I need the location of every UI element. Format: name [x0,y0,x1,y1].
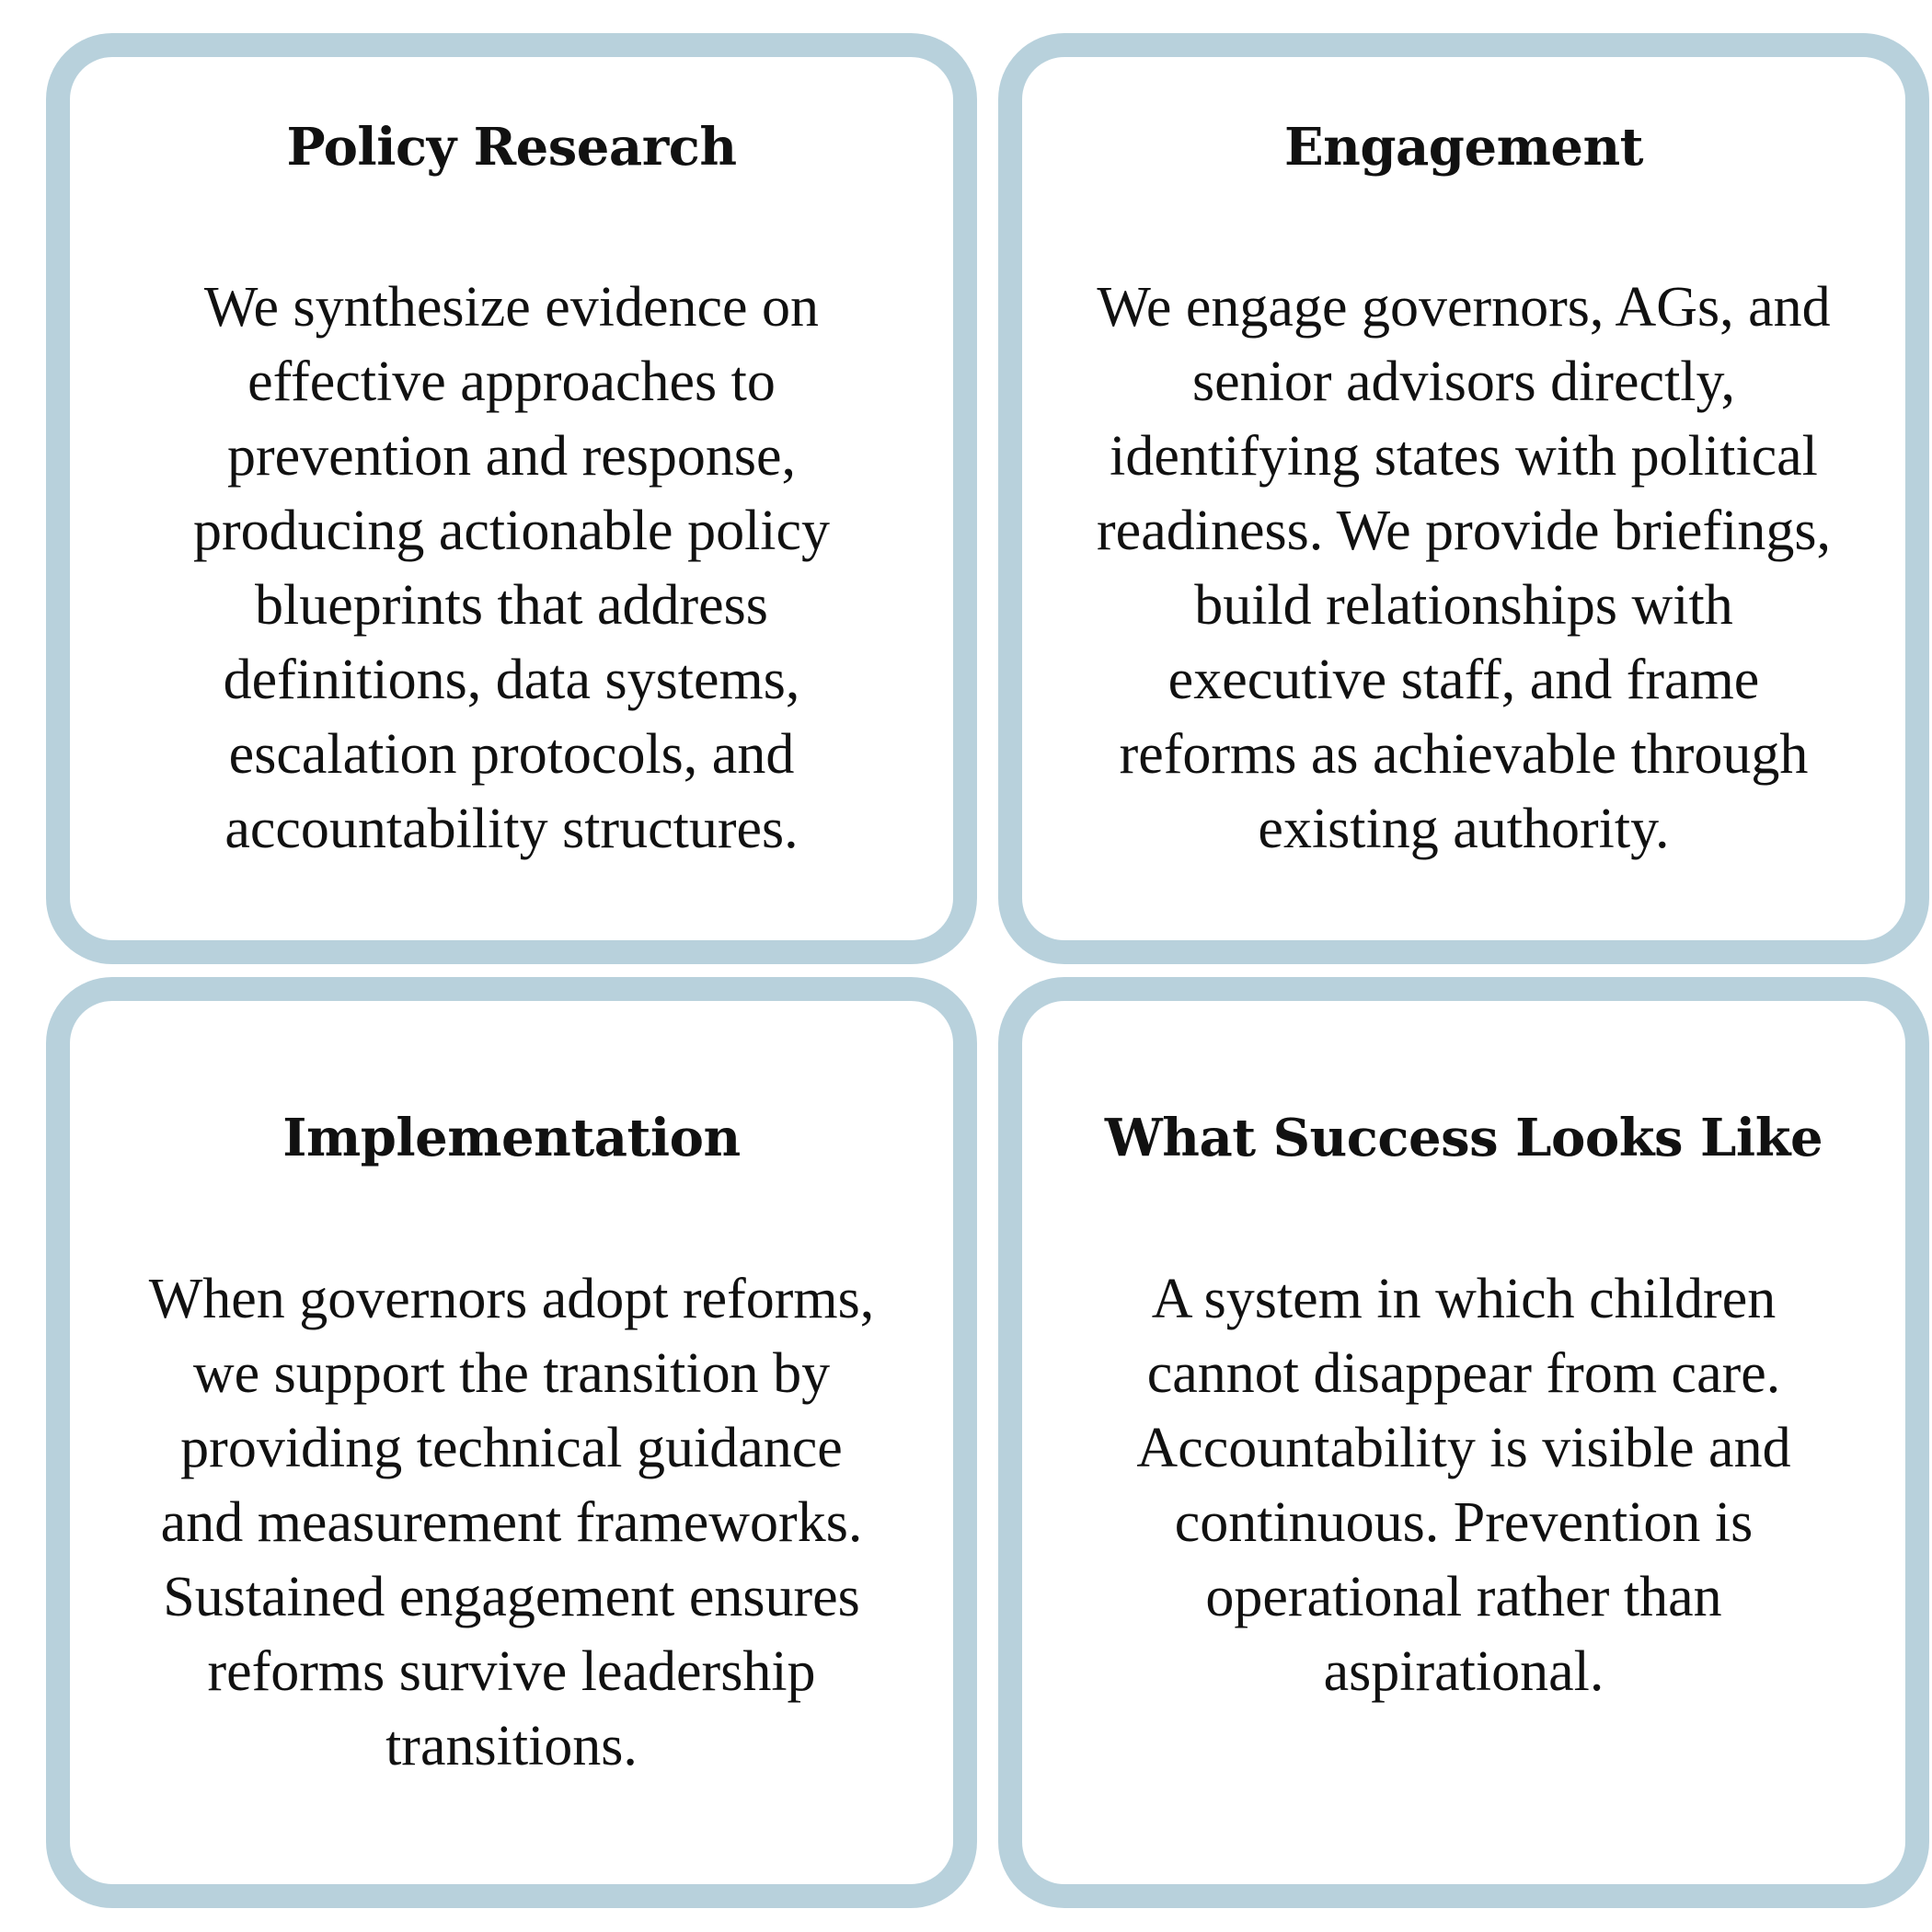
card-policy-research: Policy Research We synthesize evidence o… [46,33,977,964]
card-body: A system in which children cannot disapp… [1136,1268,1791,1703]
card-title: Policy Research [286,117,737,178]
card-body: We engage governors, AGs, and senior adv… [1097,276,1831,860]
card-title: Engagement [1283,117,1644,178]
card-what-success-looks-like: What Success Looks Like A system in whic… [998,977,1929,1908]
card-body: We synthesize evidence on effective appr… [192,276,831,860]
card-implementation: Implementation When governors adopt refo… [46,977,977,1908]
card-engagement: Engagement We engage governors, AGs, and… [998,33,1929,964]
card-title: Implementation [282,1108,741,1168]
card-title: What Success Looks Like [1104,1108,1823,1168]
card-body: When governors adopt reforms, we support… [148,1268,875,1777]
